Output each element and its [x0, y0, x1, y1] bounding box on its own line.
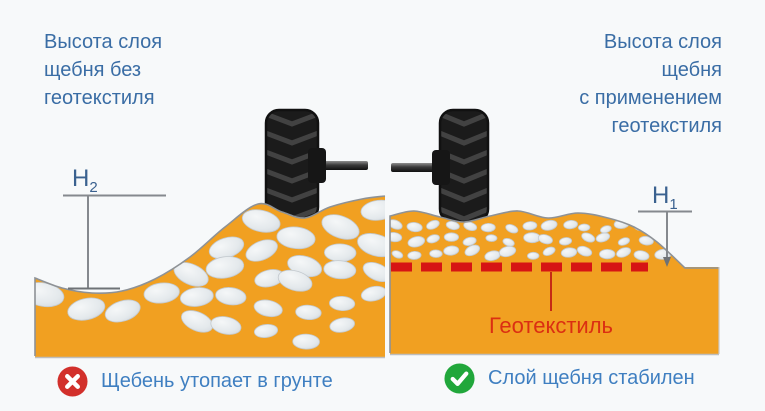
- stone: [205, 256, 245, 279]
- stone: [292, 333, 320, 350]
- stone: [443, 232, 459, 242]
- stone: [576, 245, 593, 257]
- stone: [360, 285, 385, 302]
- stone: [362, 261, 385, 283]
- stone: [429, 249, 443, 258]
- left-measure: H2: [63, 165, 166, 290]
- right-measure-label: H1: [652, 182, 678, 213]
- heading-right: Высота слоя щебня с применением геотекст…: [579, 31, 722, 137]
- stone: [329, 317, 355, 333]
- left-scene: H2: [34, 165, 386, 359]
- right-tire: [391, 108, 490, 224]
- stone: [505, 224, 519, 234]
- stone: [563, 219, 578, 230]
- stone: [360, 199, 385, 221]
- stone: [276, 226, 316, 250]
- stone: [577, 223, 591, 232]
- stone: [321, 214, 360, 240]
- stone: [407, 250, 422, 260]
- right-axle: [391, 163, 442, 172]
- stone: [104, 299, 141, 323]
- stone: [633, 250, 650, 261]
- stone: [537, 234, 553, 245]
- stone: [181, 310, 214, 333]
- right-surface-line: [389, 210, 719, 353]
- stone: [540, 219, 558, 231]
- stone: [329, 295, 356, 312]
- stone: [35, 282, 65, 308]
- stone: [558, 237, 573, 246]
- stone: [277, 269, 313, 292]
- status-left-label: Щебень утопает в грунте: [101, 370, 333, 392]
- stone: [324, 243, 357, 262]
- left-hub: [308, 148, 326, 183]
- stone: [485, 234, 498, 242]
- right-stones: [390, 219, 672, 261]
- left-axle: [316, 161, 368, 170]
- stone: [210, 316, 242, 335]
- measure-arrowhead: [663, 257, 671, 267]
- stone: [295, 304, 322, 321]
- stone: [462, 236, 477, 247]
- status-right-label: Слой щебня стабилен: [488, 367, 695, 389]
- stone: [638, 235, 654, 246]
- right-hub: [432, 150, 450, 185]
- stone: [67, 297, 106, 321]
- stone: [527, 251, 540, 260]
- stone: [407, 236, 426, 248]
- right-scene: Геотекстиль H1: [389, 182, 720, 356]
- stone: [406, 222, 423, 233]
- stone: [253, 323, 279, 339]
- stone: [480, 222, 496, 233]
- stone: [143, 282, 180, 304]
- stone: [616, 247, 632, 258]
- heading-left: Высота слоя щебня без геотекстиля: [44, 31, 163, 109]
- status-row-right: Слой щебня стабилен: [444, 363, 695, 394]
- left-stones: [35, 199, 385, 350]
- cross-icon: [57, 366, 88, 397]
- stone: [253, 299, 283, 318]
- stone: [617, 237, 630, 246]
- check-icon: [444, 363, 475, 394]
- geotextile-label: Геотекстиль: [489, 313, 613, 338]
- left-measure-label: H2: [72, 165, 98, 196]
- stone: [426, 234, 440, 244]
- stone: [581, 232, 596, 243]
- stone: [560, 247, 578, 258]
- stone: [599, 248, 616, 260]
- stone: [599, 225, 612, 234]
- right-measure: H1: [638, 182, 692, 267]
- stone: [245, 239, 278, 262]
- stone: [323, 260, 357, 280]
- stone: [241, 209, 281, 233]
- status-row-left: Щебень утопает в грунте: [57, 366, 333, 397]
- stone: [502, 237, 515, 247]
- stone: [463, 221, 478, 232]
- stone: [464, 244, 481, 257]
- stone: [391, 250, 404, 259]
- stone: [522, 221, 538, 231]
- stone: [390, 219, 403, 230]
- left-surface-line: [34, 195, 386, 356]
- stone: [426, 219, 440, 230]
- stone: [542, 246, 556, 256]
- stone: [357, 233, 385, 258]
- stone: [445, 220, 460, 231]
- stone: [179, 287, 214, 307]
- stone: [215, 287, 247, 306]
- stone: [498, 245, 517, 258]
- right-ground: [390, 267, 719, 354]
- stone: [443, 245, 460, 256]
- stone: [595, 232, 611, 243]
